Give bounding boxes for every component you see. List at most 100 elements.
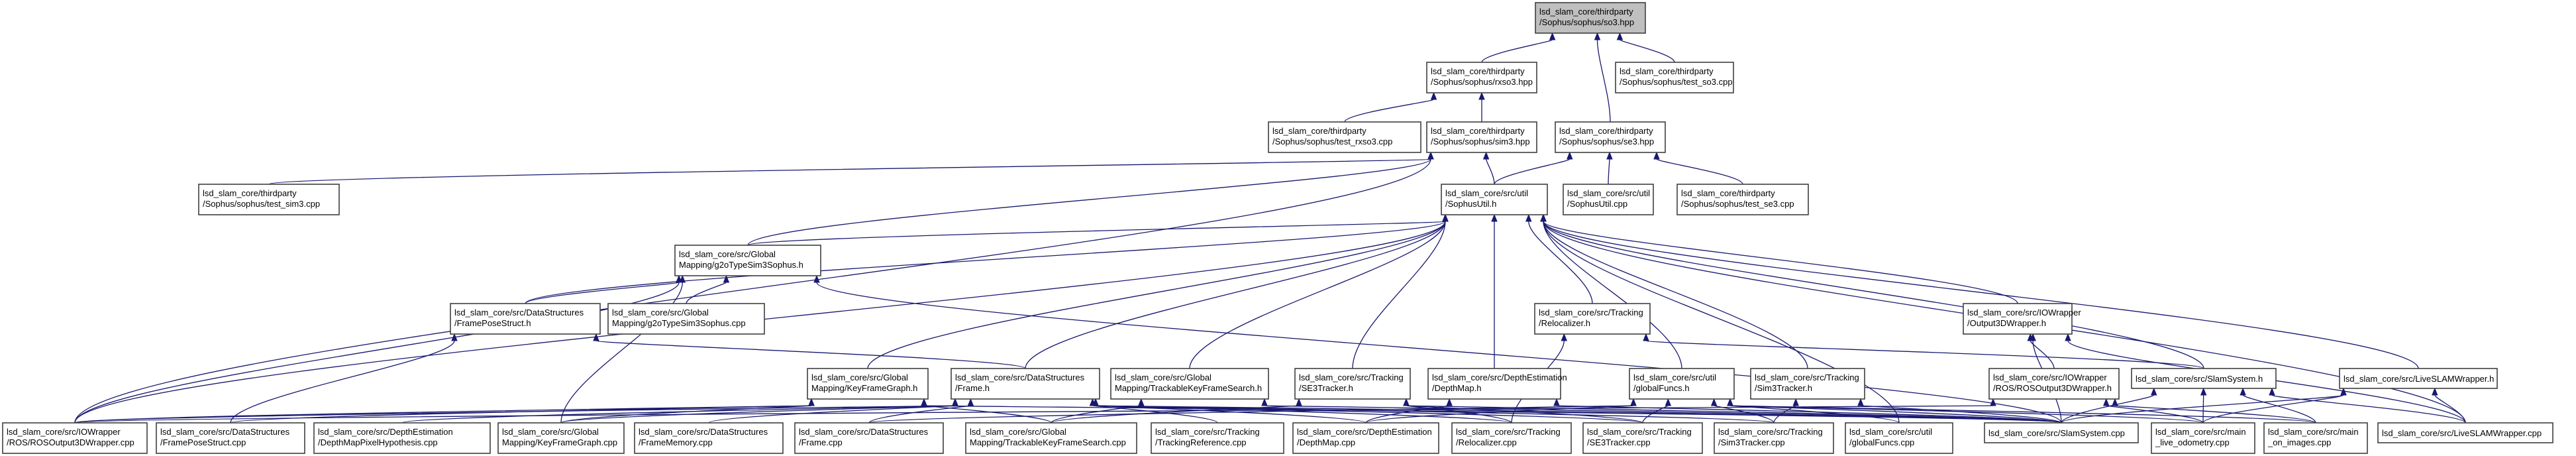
graph-node-rosoutput3dwrapper-cpp[interactable]: lsd_slam_core/src/IOWrapper/ROS/ROSOutpu…: [2, 422, 148, 454]
node-label-line: /SE3Tracker.h: [1299, 383, 1353, 393]
graph-node-test-so3-cpp[interactable]: lsd_slam_core/thirdparty/Sophus/sophus/t…: [1615, 62, 1734, 93]
graph-node-globalfuncs-h[interactable]: lsd_slam_core/src/util/globalFuncs.h: [1629, 368, 1735, 400]
graph-node-keyframegraph-cpp[interactable]: lsd_slam_core/src/GlobalMapping/KeyFrame…: [497, 422, 625, 454]
node-label-line: lsd_slam_core/src/Global: [679, 249, 776, 259]
graph-node-rosoutput3dwrapper-h[interactable]: lsd_slam_core/src/IOWrapper/ROS/ROSOutpu…: [1988, 368, 2120, 400]
graph-node-trackingreference-cpp[interactable]: lsd_slam_core/src/Tracking/TrackingRefer…: [1151, 422, 1284, 454]
arrowhead-icon: [2151, 387, 2157, 396]
node-box: [2, 422, 148, 454]
graph-node-slamsystem-h[interactable]: lsd_slam_core/src/SlamSystem.h: [2131, 368, 2277, 389]
graph-node-sophus-rxso3-hpp[interactable]: lsd_slam_core/thirdparty/Sophus/sophus/r…: [1426, 62, 1537, 93]
edge-line: [1486, 158, 1495, 185]
graph-node-sophusutil-cpp[interactable]: lsd_slam_core/src/util/SophusUtil.cpp: [1563, 184, 1654, 215]
node-label-line: lsd_slam_core/src/DataStructures: [160, 427, 290, 437]
arrowhead-icon: [1446, 398, 1453, 406]
edge-line: [2114, 405, 2316, 424]
node-label-line: /SE3Tracker.cpp: [1587, 437, 1651, 447]
graph-node-frame-cpp[interactable]: lsd_slam_core/src/DataStructures/Frame.c…: [794, 422, 944, 454]
graph-node-test-rxso3-cpp[interactable]: lsd_slam_core/thirdparty/Sophus/sophus/t…: [1268, 121, 1421, 153]
graph-node-trackablekeyframesearch-cpp[interactable]: lsd_slam_core/src/GlobalMapping/Trackabl…: [965, 422, 1137, 454]
graph-node-framememory-cpp[interactable]: lsd_slam_core/src/DataStructures/FrameMe…: [634, 422, 784, 454]
node-label-line: lsd_slam_core/src/SlamSystem.cpp: [1988, 428, 2125, 438]
node-box: [1563, 184, 1654, 215]
graph-node-sophus-se3-hpp[interactable]: lsd_slam_core/thirdparty/Sophus/sophus/s…: [1555, 121, 1666, 153]
node-label-line: lsd_slam_core/thirdparty: [1559, 126, 1653, 136]
edge-line: [525, 282, 680, 304]
node-label-line: /DepthMap.h: [1432, 383, 1481, 393]
graph-node-slamsystem-cpp[interactable]: lsd_slam_core/src/SlamSystem.cpp: [1984, 422, 2139, 443]
dependency-edge: [1642, 398, 1672, 424]
dependency-edge: [2061, 387, 2347, 424]
node-label-line: _on_images.cpp: [2267, 437, 2331, 447]
graph-node-frameposestruct-h[interactable]: lsd_slam_core/src/DataStructures/FramePo…: [450, 303, 601, 335]
dependency-edge: [1494, 151, 1573, 185]
graph-node-sophus-sim3-hpp[interactable]: lsd_slam_core/thirdparty/Sophus/sophus/s…: [1426, 121, 1537, 153]
node-label-line: lsd_slam_core/thirdparty: [1272, 126, 1366, 136]
graph-node-test-se3-cpp[interactable]: lsd_slam_core/thirdparty/Sophus/sophus/t…: [1676, 184, 1809, 215]
arrowhead-icon: [1792, 398, 1799, 406]
graph-node-depthmap-cpp[interactable]: lsd_slam_core/src/DepthEstimation/DepthM…: [1292, 422, 1439, 454]
dependency-edge: [686, 274, 730, 304]
node-label-line: lsd_slam_core/src/DepthEstimation: [1432, 372, 1567, 382]
graph-node-sim3tracker-cpp[interactable]: lsd_slam_core/src/Tracking/Sim3Tracker.c…: [1714, 422, 1834, 454]
graph-node-se3tracker-h[interactable]: lsd_slam_core/src/Tracking/SE3Tracker.h: [1294, 368, 1411, 400]
node-label-line: _live_odometry.cpp: [2155, 437, 2230, 447]
graph-node-live-odometry-cpp[interactable]: lsd_slam_core/src/main_live_odometry.cpp: [2151, 422, 2255, 454]
graph-node-frame-h[interactable]: lsd_slam_core/src/DataStructures/Frame.h: [951, 368, 1100, 400]
edge-line: [1645, 340, 2204, 369]
dependency-edge: [2112, 398, 2316, 424]
graph-node-depthmappixelhypothesis-cpp[interactable]: lsd_slam_core/src/DepthEstimation/DepthM…: [313, 422, 491, 454]
edge-line: [686, 282, 727, 304]
node-box: [1629, 368, 1735, 400]
graph-node-on-images-cpp[interactable]: lsd_slam_core/src/main_on_images.cpp: [2263, 422, 2368, 454]
edge-line: [2242, 394, 2316, 424]
graph-node-frameposestruct-cpp[interactable]: lsd_slam_core/src/DataStructures/FramePo…: [156, 422, 305, 454]
graph-node-sim3tracker-h[interactable]: lsd_slam_core/src/Tracking/Sim3Tracker.h: [1750, 368, 1865, 400]
node-label-line: lsd_slam_core/thirdparty: [1431, 66, 1525, 76]
node-box: [807, 368, 929, 400]
node-label-line: lsd_slam_core/src/Global: [502, 427, 599, 437]
arrowhead-icon: [1403, 398, 1410, 406]
graph-node-keyframegraph-h[interactable]: lsd_slam_core/src/GlobalMapping/KeyFrame…: [807, 368, 929, 400]
node-box: [2263, 422, 2368, 454]
graph-node-g2otypesim3sophus-cpp[interactable]: lsd_slam_core/src/GlobalMapping/g2oTypeS…: [607, 303, 765, 335]
edge-line: [1406, 405, 1512, 424]
node-label-line: lsd_slam_core/src/Tracking: [1587, 427, 1692, 437]
edge-line: [1642, 405, 1669, 424]
dependency-edge: [1365, 398, 1453, 424]
node-label-line: lsd_slam_core/thirdparty: [1431, 126, 1525, 136]
node-label-line: /Sim3Tracker.h: [1755, 383, 1812, 393]
arrowhead-icon: [2269, 387, 2275, 396]
graph-node-relocalizer-cpp[interactable]: lsd_slam_core/src/Tracking/Relocalizer.c…: [1451, 422, 1572, 454]
graph-node-output3dwrapper-h[interactable]: lsd_slam_core/src/IOWrapper/Output3DWrap…: [1963, 303, 2081, 335]
node-label-line: lsd_slam_core/src/util: [1633, 372, 1716, 382]
edge-line: [1608, 158, 1610, 185]
arrowhead-icon: [1567, 151, 1573, 160]
node-label-line: /Sophus/sophus/sim3.hpp: [1431, 137, 1530, 146]
graph-node-globalfuncs-cpp[interactable]: lsd_slam_core/src/util/globalFuncs.cpp: [1845, 422, 1953, 454]
graph-node-liveslamwrapper-cpp[interactable]: lsd_slam_core/src/LiveSLAMWrapper.cpp: [2377, 422, 2553, 443]
node-box: [1268, 121, 1421, 153]
graph-node-liveslamwrapper-h[interactable]: lsd_slam_core/src/LiveSLAMWrapper.h: [2339, 368, 2498, 389]
edge-line: [1481, 39, 1553, 63]
graph-node-g2otypesim3sophus-h[interactable]: lsd_slam_core/src/GlobalMapping/g2oTypeS…: [674, 245, 821, 276]
graph-node-trackablekeyframesearch-h[interactable]: lsd_slam_core/src/GlobalMapping/Trackabl…: [1110, 368, 1269, 400]
arrowhead-icon: [676, 274, 682, 283]
node-label-line: lsd_slam_core/src/Tracking: [1755, 372, 1859, 382]
arrowhead-icon: [2112, 398, 2118, 406]
dependency-edge: [867, 213, 1449, 369]
arrowhead-icon: [1857, 398, 1864, 406]
node-box: [965, 422, 1137, 454]
graph-node-relocalizer-h[interactable]: lsd_slam_core/src/Tracking/Relocalizer.h: [1534, 303, 1651, 335]
arrowhead-icon: [1665, 398, 1672, 406]
node-label-line: /ROS/ROSOutput3DWrapper.cpp: [7, 437, 134, 447]
node-label-line: /DepthMapPixelHypothesis.cpp: [318, 437, 438, 447]
edge-line: [595, 340, 1026, 369]
graph-node-test-sim3-cpp[interactable]: lsd_slam_core/thirdparty/Sophus/sophus/t…: [198, 184, 340, 215]
graph-node-se3tracker-cpp[interactable]: lsd_slam_core/src/Tracking/SE3Tracker.cp…: [1582, 422, 1703, 454]
dependency-edge: [1051, 398, 1302, 424]
graph-node-sophusutil-h[interactable]: lsd_slam_core/src/util/SophusUtil.h: [1441, 184, 1548, 215]
node-label-line: /Relocalizer.cpp: [1456, 437, 1517, 447]
graph-node-depthmap-h[interactable]: lsd_slam_core/src/DepthEstimation/DepthM…: [1427, 368, 1567, 400]
